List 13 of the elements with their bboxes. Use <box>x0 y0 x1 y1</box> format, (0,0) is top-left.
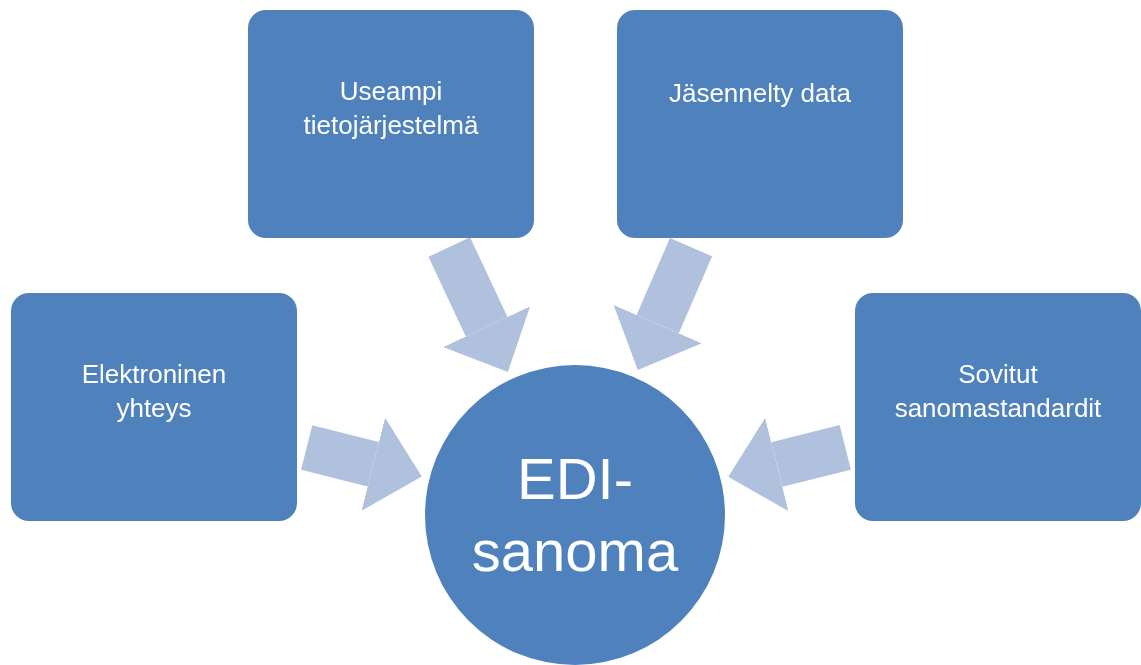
process-box <box>855 293 1141 521</box>
node-label: Elektroninen yhteys <box>80 358 228 425</box>
process-box <box>11 293 297 521</box>
node-label: Useampi tietojärjestelmä <box>302 75 480 142</box>
node-label: Jäsennelty data <box>668 77 852 111</box>
node-label: EDI- sanoma <box>470 444 680 585</box>
block-arrow <box>428 237 531 372</box>
process-box <box>617 10 903 238</box>
block-arrow <box>613 237 713 370</box>
node-label: Sovitut sanomastandardit <box>893 358 1103 425</box>
block-arrow <box>728 418 851 512</box>
block-arrow <box>301 417 422 511</box>
process-box <box>248 10 534 238</box>
